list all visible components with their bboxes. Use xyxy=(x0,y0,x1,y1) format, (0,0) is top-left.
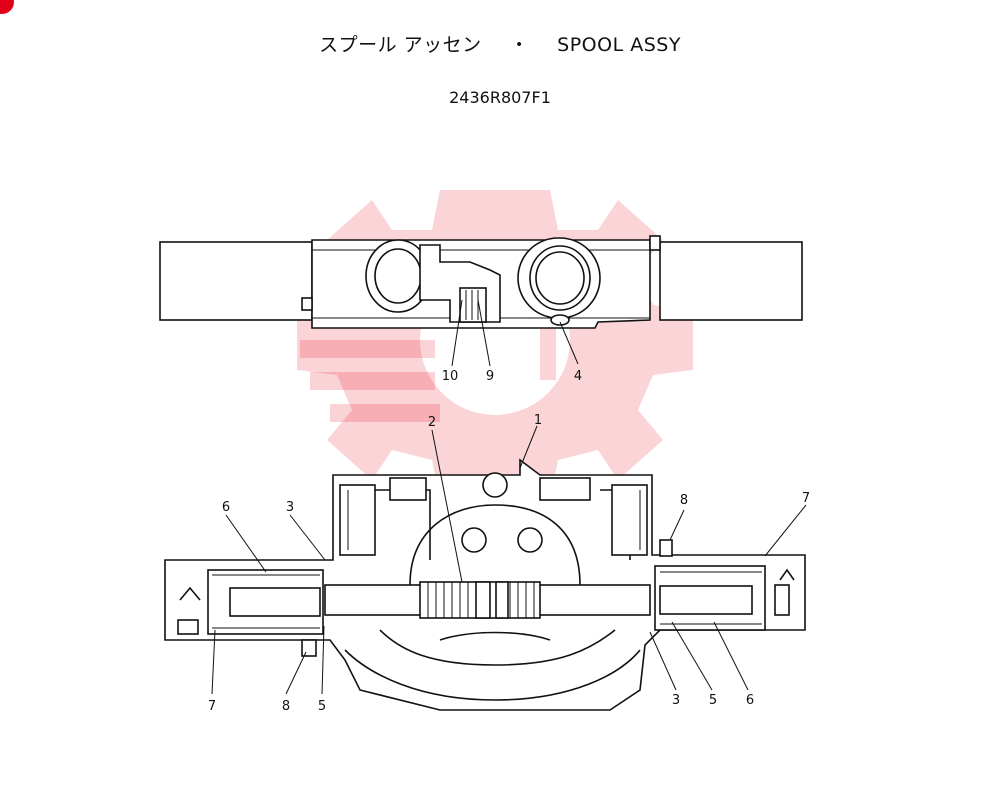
callout-7-right: 7 xyxy=(802,491,810,506)
screw-4 xyxy=(550,314,570,326)
callout-4: 4 xyxy=(574,369,582,384)
spool-passage xyxy=(409,504,581,586)
callout-6-left: 6 xyxy=(222,500,230,515)
right-cap xyxy=(654,565,766,631)
top-bore xyxy=(482,472,508,498)
spool-lands xyxy=(419,581,541,619)
lower-passage xyxy=(379,629,616,666)
callout-10: 10 xyxy=(442,369,459,384)
title-english: SPOOL ASSY xyxy=(557,34,681,56)
top-left-rod xyxy=(159,241,313,321)
top-right-rod xyxy=(659,241,803,321)
callout-5-left: 5 xyxy=(318,699,326,714)
callout-8-right: 8 xyxy=(680,493,688,508)
callout-6-right: 6 xyxy=(746,693,754,708)
part-number: 2436R807F1 xyxy=(449,88,551,107)
callout-2: 2 xyxy=(428,415,436,430)
callout-3-right: 3 xyxy=(672,693,680,708)
callout-8-left: 8 xyxy=(282,699,290,714)
top-view xyxy=(159,235,803,367)
callout-9: 9 xyxy=(486,369,494,384)
title-separator: ・ xyxy=(509,34,530,56)
section-view xyxy=(164,425,807,711)
callout-3-left: 3 xyxy=(286,500,294,515)
callout-1: 1 xyxy=(534,413,542,428)
page-title: スプール アッセン ・ SPOOL ASSY xyxy=(0,30,1000,57)
callout-7-left: 7 xyxy=(208,699,216,714)
detent-ball xyxy=(459,287,487,323)
title-japanese: スプール アッセン xyxy=(319,34,482,56)
left-cap xyxy=(207,569,324,635)
callout-5-right: 5 xyxy=(709,693,717,708)
